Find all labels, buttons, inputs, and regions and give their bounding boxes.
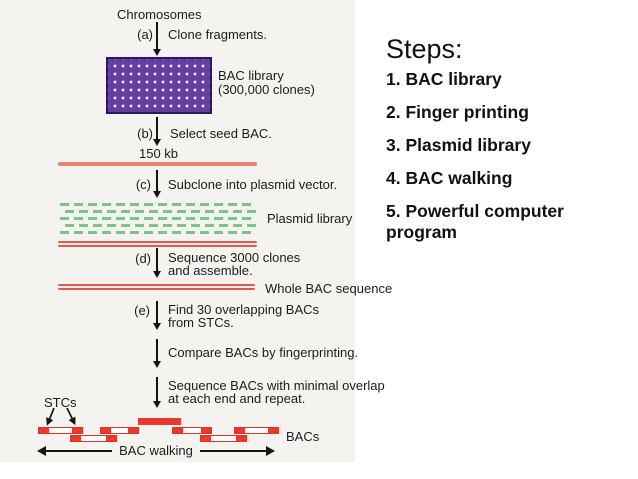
down-arrow-b-icon [156,117,158,139]
step-e-text-line2: from STCs. [168,315,234,330]
step-a-text: Clone fragments. [168,27,267,42]
down-arrow-a-icon [156,22,158,49]
step-c-text: Subclone into plasmid vector. [168,177,338,192]
down-arrow-sequence-icon [156,377,158,401]
bac-bar [200,435,247,442]
steps-list-item-2: 2. Finger printing [386,102,529,122]
step-e-letter: (e) [134,303,150,318]
steps-list-item-3: 3. Plasmid library [386,135,531,155]
bac-walking-label: BAC walking [119,443,193,458]
step-d-text-line1: Sequence 3000 clones [168,250,301,265]
steps-list-item-5: 5. Powerful computer program [386,201,564,242]
plasmid-dash-row [60,231,256,234]
sequence-text-line2: at each end and repeat. [168,391,306,406]
bac-library-label-line1: BAC library [218,68,284,83]
step-a-letter: (a) [137,27,153,42]
subclone-sequence-line [58,241,257,247]
seed-bac-line [58,162,257,166]
whole-bac-label: Whole BAC sequence [265,281,393,296]
sequence-text-line1: Sequence BACs with minimal overlap [168,378,385,393]
plasmid-library-dashes [60,203,256,234]
whole-bac-sequence-line [58,284,255,290]
plasmid-dash-row [60,224,256,227]
walking-arrowhead-left-icon [37,446,46,456]
bac-bar [100,427,139,434]
seed-bac-bar [138,418,181,425]
step-e-text-line1: Find 30 overlapping BACs [168,302,320,317]
bac-bar [70,435,117,442]
steps-list-item-1: 1. BAC library [386,69,502,89]
step-d-letter: (d) [135,251,151,266]
bac-library-plate [106,57,212,114]
compare-text: Compare BACs by fingerprinting. [168,345,359,360]
walking-arrowhead-right-icon [266,446,275,456]
bac-library-label-line2: (300,000 clones) [218,82,315,97]
bac-bar [234,427,279,434]
step-d-text-line2: and assemble. [168,263,253,278]
seed-size-label: 150 kb [139,146,179,161]
plasmid-library-label: Plasmid library [267,211,353,226]
plasmid-dash-row [60,210,256,213]
step-c-letter: (c) [135,177,151,192]
step-b-text: Select seed BAC. [170,126,272,141]
down-arrow-compare-icon [156,339,158,361]
plasmid-dash-row [60,217,256,220]
steps-panel-title: Steps: [386,34,463,64]
stcs-label: STCs [44,395,77,410]
down-arrow-c-icon [156,170,158,191]
steps-list: 1. BAC library 2. Finger printing 3. Pla… [386,69,578,255]
down-arrow-e-icon [156,301,158,323]
walking-line-left [46,450,112,452]
plasmid-dash-row [60,203,256,206]
bac-bar [38,427,83,434]
step-b-letter: (b) [137,126,153,141]
stc-pointer-arrows-icon [46,408,76,426]
bacs-label: BACs [286,429,320,444]
bac-bar [172,427,212,434]
chromosomes-label: Chromosomes [117,7,202,22]
walking-line-right [200,450,266,452]
down-arrow-d-icon [156,248,158,271]
steps-list-item-4: 4. BAC walking [386,168,513,188]
